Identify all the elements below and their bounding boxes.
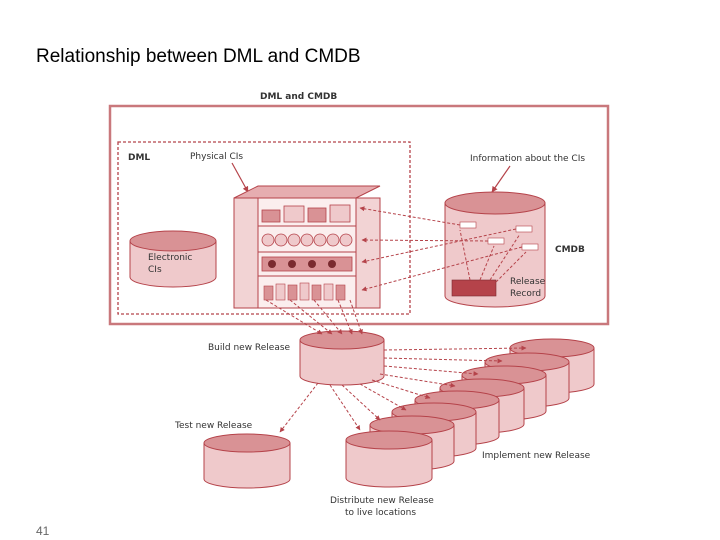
info-about-cis-label: Information about the CIs <box>470 154 585 164</box>
physical-cis-shelf <box>233 185 381 309</box>
electronic-label: Electronic <box>148 253 192 263</box>
physical-cis-label: Physical CIs <box>190 152 243 162</box>
test-release-cylinder <box>203 433 291 489</box>
build-release-label: Build new Release <box>208 343 291 353</box>
implement-release-label: Implement new Release <box>482 451 591 461</box>
release-record-label-2: Record <box>510 289 541 299</box>
slide-title: Relationship between DML and CMDB <box>36 46 361 67</box>
info-arrow <box>491 165 511 193</box>
cmdb-to-dml-arrows <box>359 206 527 292</box>
electronic-cis-label: CIs <box>148 265 162 275</box>
electronic-cis-cylinder <box>129 230 217 288</box>
cmdb-label: CMDB <box>555 245 585 255</box>
physical-cis-arrow <box>231 162 249 193</box>
build-release-cylinder <box>299 330 385 386</box>
dml-frame <box>117 141 411 315</box>
release-record-label: Release <box>510 277 546 287</box>
cmdb-cylinder <box>444 191 546 308</box>
outer-frame-title: DML and CMDB <box>260 92 337 102</box>
page-number: 41 <box>36 524 50 538</box>
shelf-to-build-arrows <box>265 299 363 335</box>
build-distribution-arrows <box>279 345 527 433</box>
test-release-label: Test new Release <box>174 421 253 431</box>
dml-label: DML <box>128 153 150 163</box>
distribute-release-label: Distribute new Release <box>330 496 434 506</box>
distribute-release-cylinder <box>345 430 433 488</box>
release-record-block <box>451 279 497 297</box>
distribute-release-label-2: to live locations <box>345 508 416 518</box>
